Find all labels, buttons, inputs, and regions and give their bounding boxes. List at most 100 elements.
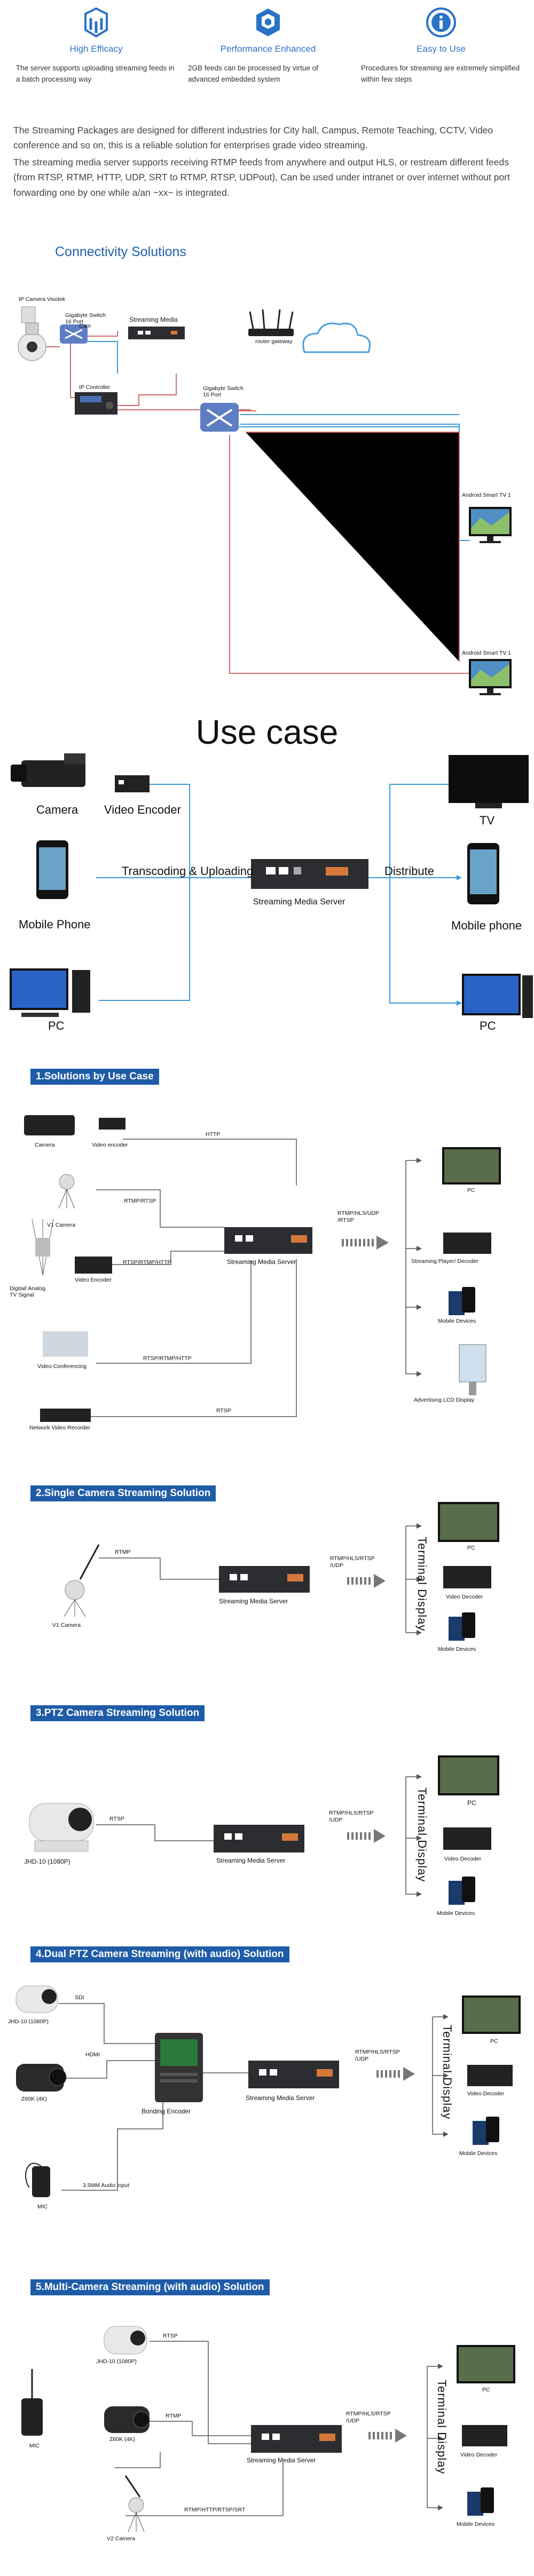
camcorder-icon xyxy=(24,1115,75,1135)
ip-controller-label: IP Controller xyxy=(79,384,111,391)
server-device-icon xyxy=(251,2425,342,2453)
s1-video-conferencing-label: Video Conferencing xyxy=(37,1363,87,1370)
s1-http-label: HTTP xyxy=(206,1131,221,1138)
s2-pc-label: PC xyxy=(467,1545,475,1551)
s4-terminal-label: Terminal Display xyxy=(441,2025,454,2120)
mobile-phone-out-label: Mobile phone xyxy=(451,919,522,932)
s4-cam2-label: Z60K (4K) xyxy=(21,2096,47,2102)
server-device-icon xyxy=(251,859,368,889)
server-icon xyxy=(84,7,108,38)
s5-cam1-label: JHD-10 (1080P) xyxy=(96,2358,137,2365)
usecase-title: Use case xyxy=(195,713,339,751)
tv-icon xyxy=(449,755,529,808)
s4-mic-label: MIC xyxy=(37,2204,48,2210)
conference-icon xyxy=(43,1331,88,1357)
mobile-devices-icon xyxy=(467,2487,494,2516)
s1-rtsp-rtmp-http-1-label: RTSP/RTMP/HTTP xyxy=(123,1259,171,1266)
s1-video-encoder-label: Video Encoder xyxy=(75,1277,112,1283)
cube-icon xyxy=(256,9,280,36)
feature-performance: Performance Enhanced 2GB feeds can be pr… xyxy=(188,0,348,85)
s5-rtsp-label: RTSP xyxy=(163,2333,178,2339)
tv-label: TV xyxy=(480,814,495,827)
s5-cam2-label: Z60K (4K) xyxy=(109,2436,135,2443)
s4-decoder-label: Video Decoder xyxy=(467,2090,505,2097)
pc-icon xyxy=(462,1995,521,2034)
decoder-icon xyxy=(443,1233,491,1254)
router-icon xyxy=(248,309,294,336)
server-device-icon xyxy=(248,2061,339,2088)
cam-label: Cam xyxy=(79,323,91,329)
s3-output-label: RTMP/HLS/RTSP /UDP xyxy=(329,1810,374,1823)
s1-pc-label: PC xyxy=(467,1187,475,1194)
feature-easy-to-use: Easy to Use Procedures for streaming are… xyxy=(361,0,521,85)
v2-camera-icon xyxy=(124,2475,145,2532)
feature-desc: The server supports uploading streaming … xyxy=(16,64,175,83)
s5-mobile-label: Mobile Devices xyxy=(457,2521,495,2527)
pc-icon xyxy=(462,974,533,1018)
s2-decoder-label: Video Decoder xyxy=(446,1594,483,1600)
mobile-devices-icon xyxy=(449,1877,475,1905)
connectivity-diagram xyxy=(18,306,512,695)
server-label: Streaming Media Server xyxy=(253,897,345,907)
s2-terminal-label: Terminal Display xyxy=(415,1537,429,1632)
video-encoder-label: Video Encoder xyxy=(104,803,181,816)
s5-output-label: RTMP/HLS/RTSP /UDP xyxy=(346,2411,391,2424)
ptz-camera-icon xyxy=(16,2064,67,2092)
server-device-icon xyxy=(214,1825,304,1853)
connectivity-title: Connectivity Solutions xyxy=(55,244,186,259)
camcorder-icon xyxy=(11,753,85,787)
s5-terminal-label: Terminal Display xyxy=(435,2380,449,2475)
pc-icon xyxy=(438,1502,499,1542)
s3-camera-label: JHD-10 (1080P) xyxy=(24,1858,70,1865)
s4-cam1-label: JHD-10 (1080P) xyxy=(8,2018,49,2025)
s1-rtmp-rtsp-label: RTMP/RTSP xyxy=(124,1198,156,1204)
ptz-camera-icon xyxy=(104,2406,150,2433)
s5-v2-label: V2 Camera xyxy=(107,2535,136,2542)
pc-icon xyxy=(10,968,90,1017)
section-2-banner: 2.Single Camera Streaming Solution xyxy=(30,1485,216,1501)
s1-player-label: Streaming Player/ Decoder xyxy=(411,1258,479,1265)
pc-icon xyxy=(438,1755,499,1795)
mobile-devices-icon xyxy=(473,2117,499,2145)
camera-label: Camera xyxy=(36,803,78,816)
ptz-camera-icon xyxy=(15,1985,58,2013)
s1-output-label: RTMP/HLS/UDP /RTSP xyxy=(337,1210,379,1223)
ptz-camera-icon xyxy=(18,306,46,361)
switch-mid-label: Gigabyte Switch 16 Port xyxy=(203,385,244,398)
encoder-icon xyxy=(99,1118,125,1130)
mobile-devices-icon xyxy=(449,1287,475,1315)
s1-nvr-label: Network Video Recorder xyxy=(29,1425,91,1431)
section-5-banner: 5.Multi-Camera Streaming (with audio) So… xyxy=(30,2279,270,2295)
bonding-encoder-icon xyxy=(155,2033,203,2102)
s4-bonding-label: Bonding Encoder xyxy=(142,2108,191,2115)
s4-audio-label: 3.5MM Audio input xyxy=(83,2182,129,2189)
ptz-camera-icon xyxy=(29,1803,94,1852)
tv-icon xyxy=(469,507,512,543)
s4-server-label: Streaming Media Server xyxy=(246,2094,315,2102)
mobile-icon xyxy=(467,843,499,904)
s4-sdi-label: SDI xyxy=(75,1994,84,2001)
v1-camera-icon xyxy=(58,1174,75,1209)
s4-hdmi-label: HDMI xyxy=(85,2052,100,2058)
s2-v1-camera-label: V1 Camera xyxy=(52,1622,81,1628)
s2-mobile-label: Mobile Devices xyxy=(438,1646,476,1652)
section-4-banner: 4.Dual PTZ Camera Streaming (with audio)… xyxy=(30,1946,289,1962)
s1-mobile-label: Mobile Devices xyxy=(438,1318,476,1324)
lcd-display-icon xyxy=(459,1344,486,1395)
s5-mic-label: MIC xyxy=(29,2443,40,2449)
s2-rtmp-label: RTMP xyxy=(115,1549,131,1555)
ip-camera-label: IP Camera Visotek xyxy=(19,296,66,303)
streaming-media-label: Streaming Media xyxy=(129,316,178,323)
feature-title: Performance Enhanced xyxy=(220,44,316,54)
ptz-camera-icon xyxy=(104,2326,147,2355)
feature-title: High Efficacy xyxy=(69,44,123,54)
section-1-banner: 1.Solutions by Use Case xyxy=(30,1069,159,1085)
nvr-icon xyxy=(40,1409,91,1422)
decoder-icon xyxy=(467,2065,513,2086)
router-label: router gateway xyxy=(255,338,293,345)
feature-desc: 2GB feeds can be processed by virtue of … xyxy=(188,64,318,83)
s4-output-label: RTMP/HLS/RTSP /UDP xyxy=(355,2049,400,2062)
s1-digital-analog-label: Digital/ Analog TV Signal xyxy=(10,1285,46,1298)
pc-in-label: PC xyxy=(48,1019,65,1032)
s3-decoder-label: Video Decoder xyxy=(444,1856,482,1862)
